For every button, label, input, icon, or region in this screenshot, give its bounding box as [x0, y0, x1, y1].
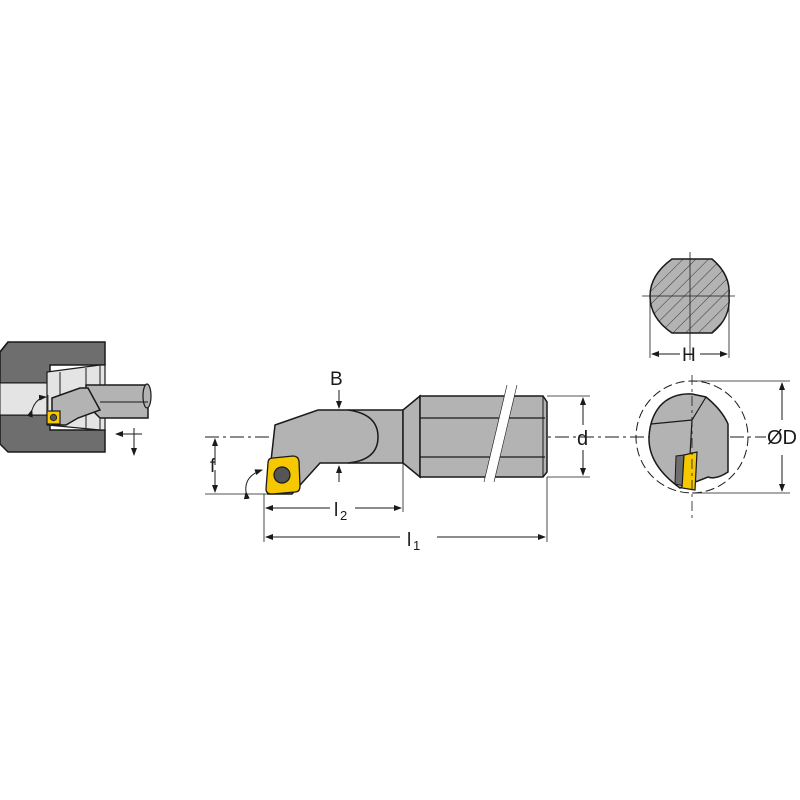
end-view: ØD: [635, 375, 800, 518]
dim-label-d: d: [577, 428, 588, 450]
shank-cross-section: H: [642, 252, 735, 366]
dim-label-B: B: [330, 369, 343, 390]
dim-label-D: ØD: [767, 427, 797, 449]
dim-label-l1: l: [407, 530, 411, 551]
dim-label-H: H: [682, 345, 696, 366]
dim-label-l2: l: [334, 500, 338, 521]
application-view: [0, 341, 152, 456]
insert-icon: [681, 451, 698, 491]
dim-label-f: f: [210, 456, 216, 477]
svg-text:1: 1: [413, 538, 420, 553]
svg-text:2: 2: [340, 508, 347, 523]
